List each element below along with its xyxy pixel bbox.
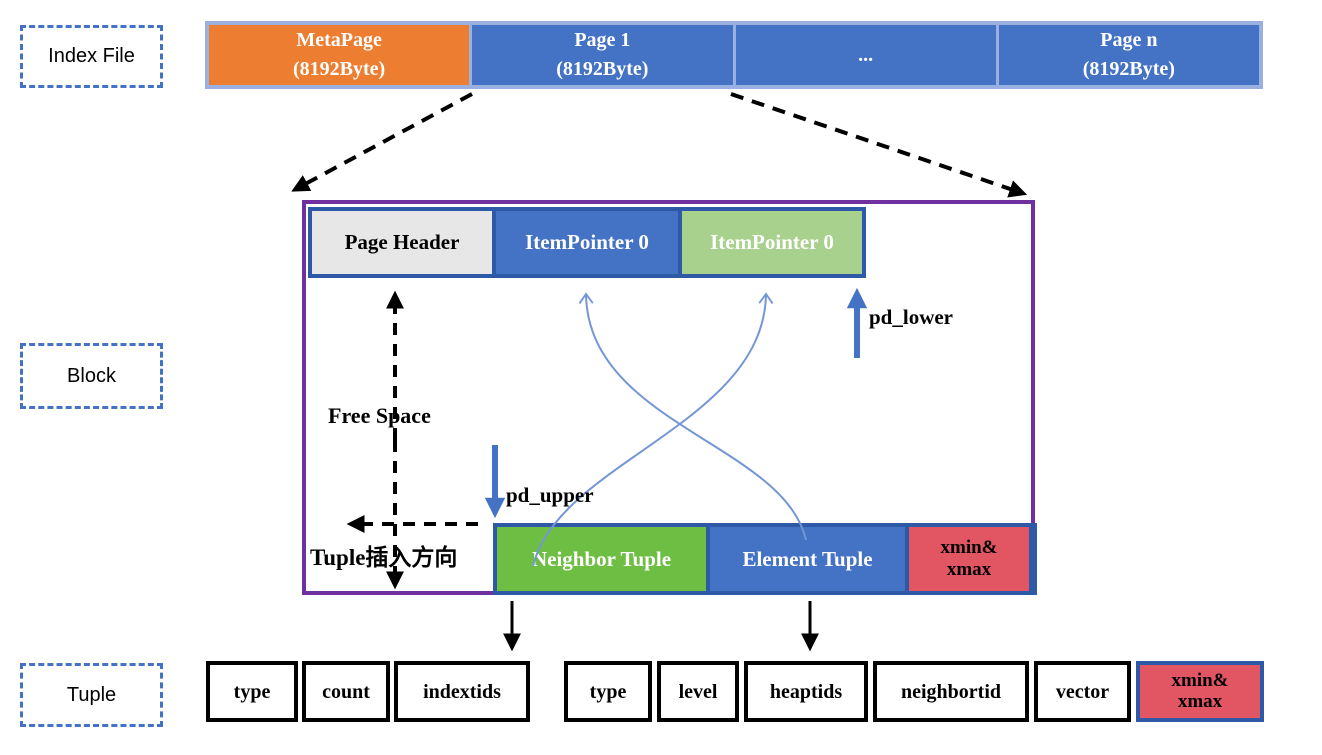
item-pointer-0-text: ItemPointer 0 — [525, 230, 649, 255]
index-file-label: Index File — [48, 45, 135, 67]
neighbor-tuple-table: type count indextids — [206, 661, 530, 722]
table2-vector-text: vector — [1055, 680, 1110, 703]
free-space-label: Free Space — [328, 403, 431, 428]
table2-xmax-text: xmax — [1177, 690, 1223, 712]
element-tuple-cell: Element Tuple — [710, 527, 905, 591]
metapage-cell: MetaPage (8192Byte) — [209, 25, 470, 85]
metapage-size: (8192Byte) — [293, 58, 386, 80]
table-cell-level: level — [657, 661, 739, 722]
xmax-text: xmax — [946, 559, 992, 580]
page-1-cell: Page 1 (8192Byte) — [472, 25, 733, 85]
page1-to-block-right-arrow — [730, 92, 1028, 198]
metapage-name: MetaPage — [296, 29, 382, 51]
tuple-row: Neighbor Tuple Element Tuple xmin& xmax — [493, 523, 1037, 595]
page-header-cell: Page Header — [312, 211, 492, 274]
index-file-label-box: Index File — [20, 25, 163, 88]
table-cell-xmin-xmax: xmin& xmax — [1136, 661, 1264, 722]
page-n-cell: Page n (8192Byte) — [998, 25, 1259, 85]
item-pointer-0-green-cell: ItemPointer 0 — [682, 211, 862, 274]
table2-type-text: type — [589, 680, 627, 703]
block-label: Block — [67, 364, 116, 387]
table-cell-count: count — [302, 661, 390, 722]
table-cell-indextids: indextids — [394, 661, 530, 722]
neighbor-tuple-text: Neighbor Tuple — [531, 546, 672, 571]
element-tuple-text: Element Tuple — [742, 546, 873, 571]
item-pointer-0-cell: ItemPointer 0 — [496, 211, 678, 274]
table2-heaptids-text: heaptids — [769, 680, 843, 703]
page-ellipsis-cell: ... — [735, 25, 996, 85]
page-n-size: (8192Byte) — [1082, 58, 1175, 80]
table2-neighbortid-text: neighbortid — [900, 680, 1002, 703]
tuple-label-box: Tuple — [20, 663, 163, 727]
page1-to-block-left-arrow — [291, 92, 473, 192]
index-file-bar: MetaPage (8192Byte) Page 1 (8192Byte) ..… — [205, 21, 1263, 89]
page-ellipsis: ... — [858, 43, 874, 66]
item-pointer-0-green-text: ItemPointer 0 — [710, 230, 834, 255]
page-1-name: Page 1 — [574, 29, 631, 51]
xmin-text: xmin& — [940, 537, 998, 559]
table-cell-vector: vector — [1034, 661, 1131, 722]
table-cell-type2: type — [564, 661, 652, 722]
table2-xmin-text: xmin& — [1171, 669, 1229, 691]
page-1-size: (8192Byte) — [556, 58, 649, 80]
table1-count-text: count — [322, 680, 370, 703]
pd-upper-label: pd_upper — [506, 483, 594, 507]
page-header-text: Page Header — [344, 230, 460, 255]
block-label-box: Block — [20, 343, 163, 409]
insert-direction-label: Tuple插入方向 — [310, 545, 458, 570]
element-tuple-table: type level heaptids neighbortid vector x… — [564, 661, 1264, 722]
table-cell-heaptids: heaptids — [744, 661, 868, 722]
page-n-name: Page n — [1100, 29, 1158, 51]
table1-indextids-text: indextids — [423, 680, 501, 703]
table1-type-text: type — [233, 680, 271, 703]
table-cell-type: type — [206, 661, 298, 722]
pd-lower-label: pd_lower — [869, 305, 953, 329]
neighbor-tuple-cell: Neighbor Tuple — [497, 527, 706, 591]
xmin-xmax-cell: xmin& xmax — [909, 527, 1029, 591]
tuple-label: Tuple — [66, 683, 117, 706]
table-cell-neighbortid: neighbortid — [873, 661, 1029, 722]
table2-level-text: level — [678, 680, 718, 703]
page-header-row: Page Header ItemPointer 0 ItemPointer 0 — [308, 207, 866, 278]
